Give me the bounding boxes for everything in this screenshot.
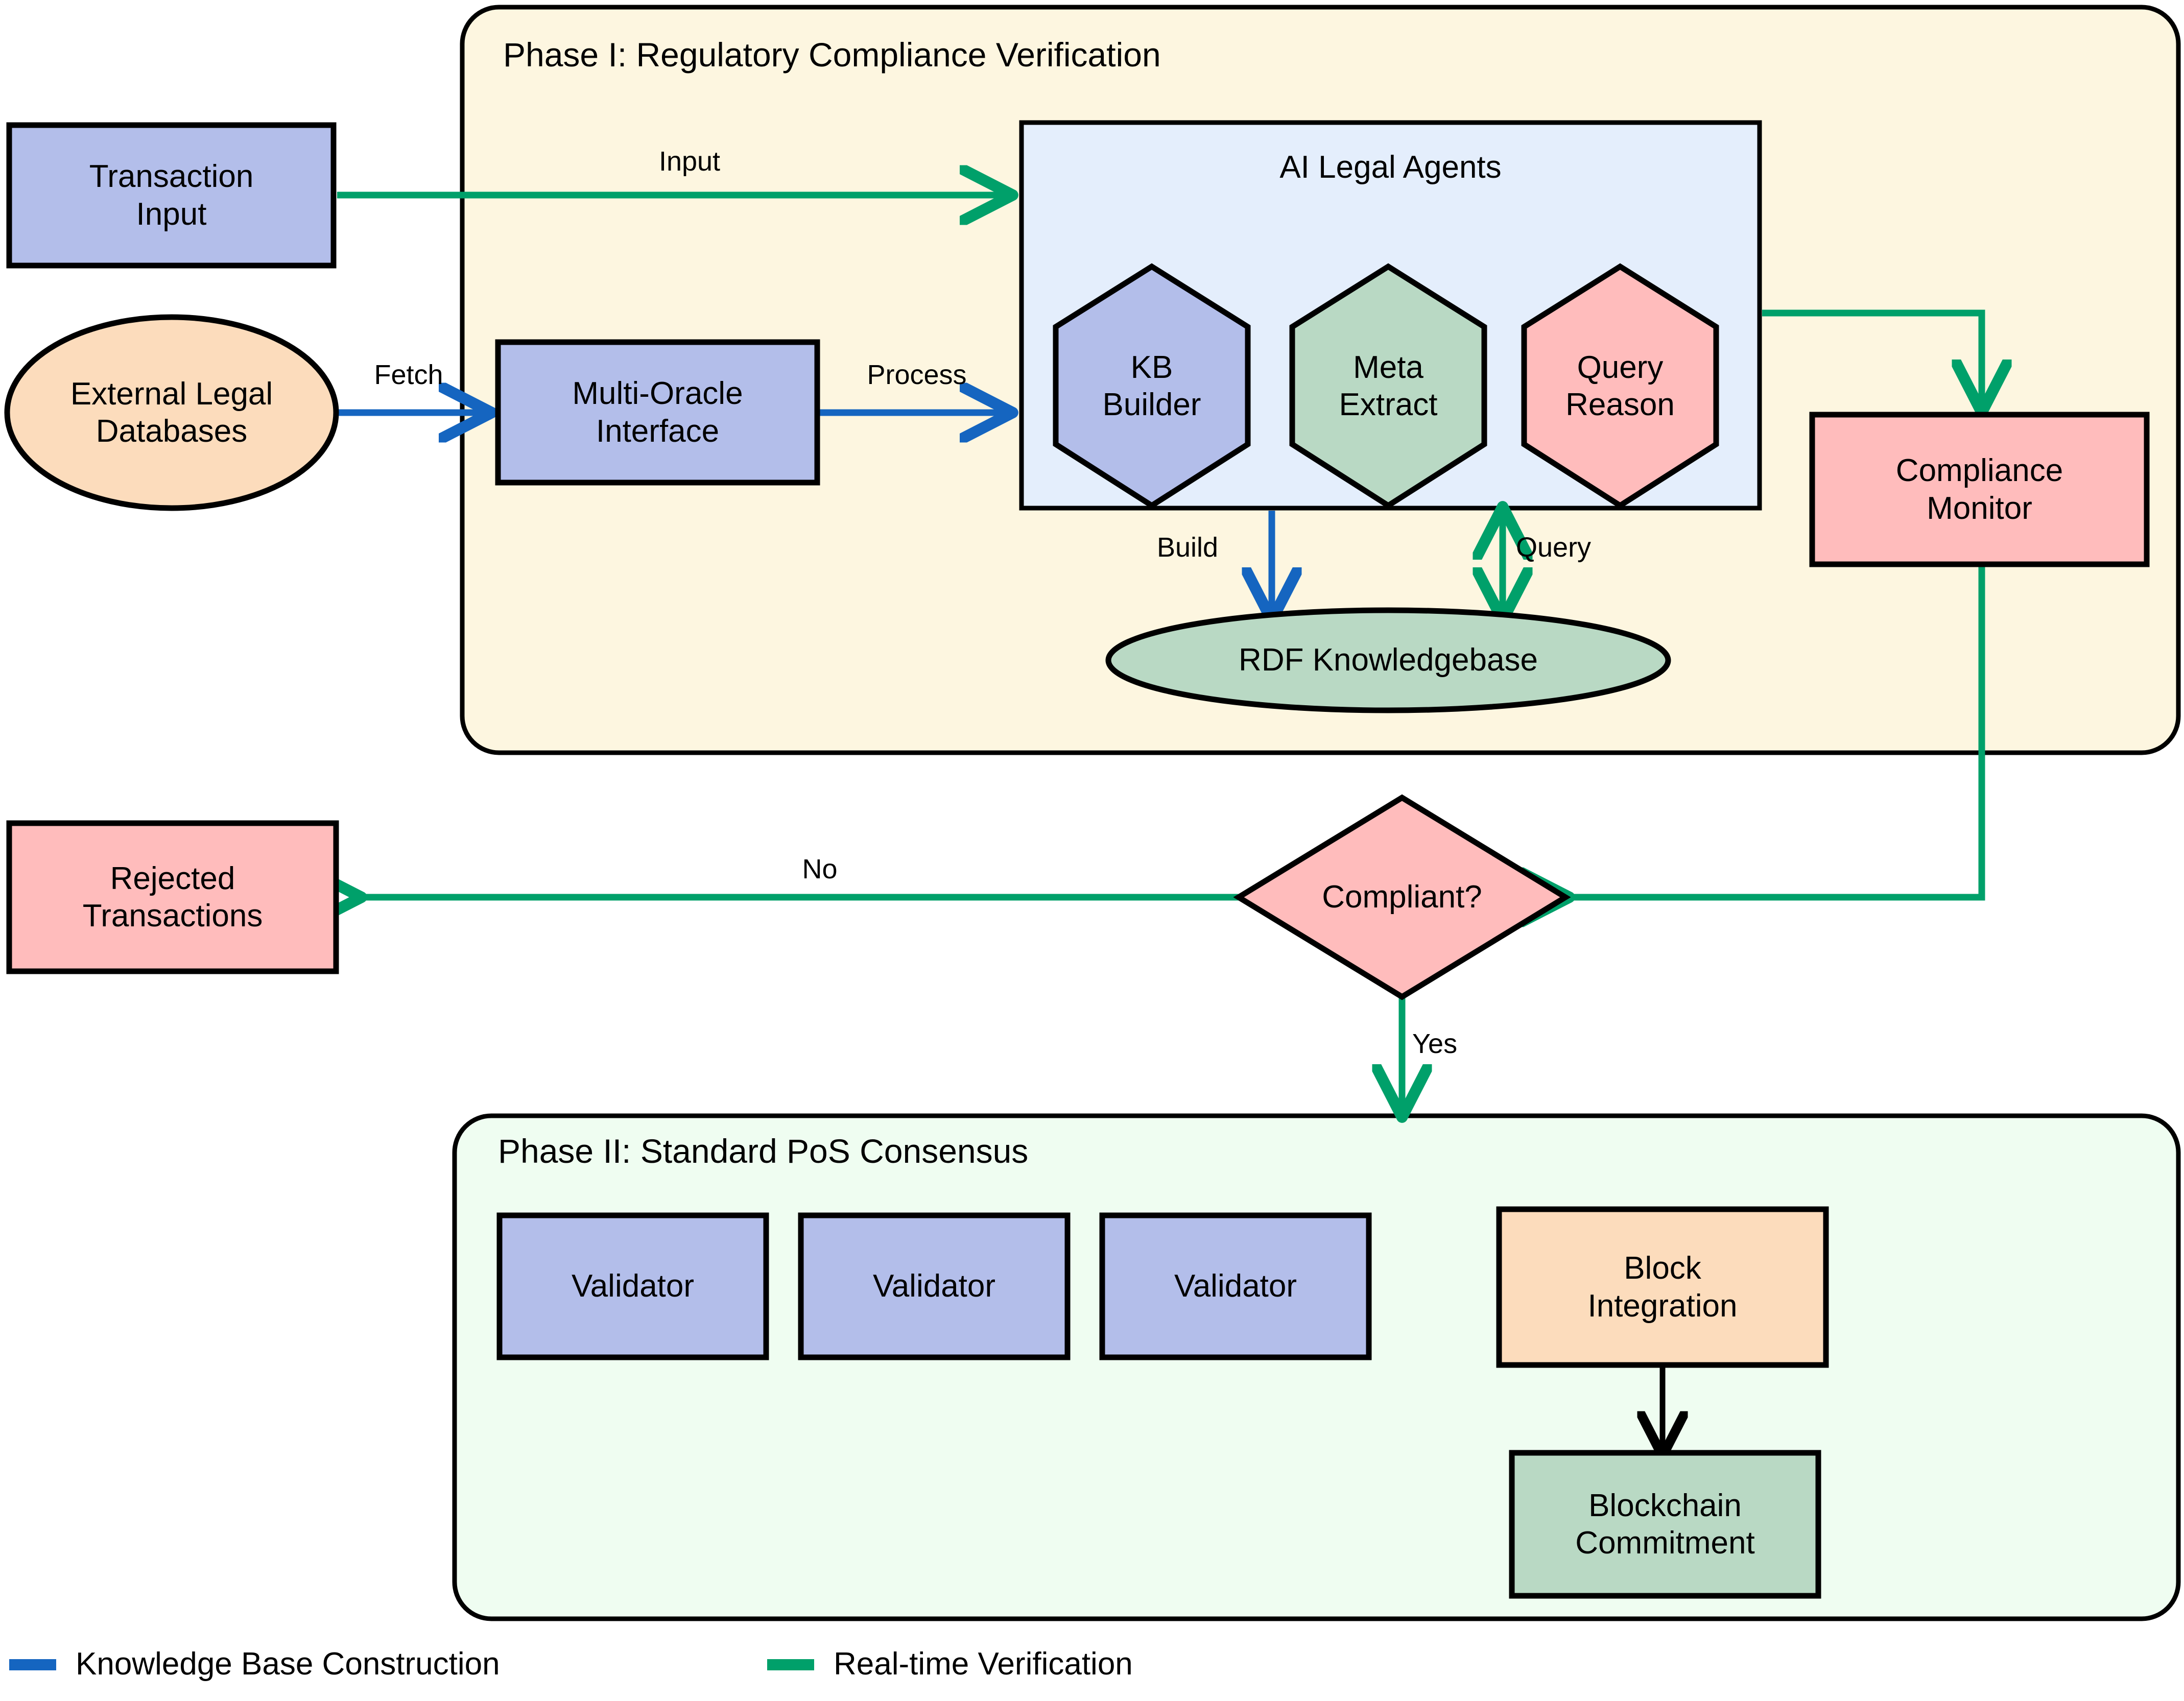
node-multi-oracle-interface — [495, 339, 820, 486]
node-blockchain-commitment — [1509, 1450, 1821, 1599]
node-meta-extract — [1289, 263, 1487, 509]
edge-monitor-to-decision — [1565, 564, 1985, 897]
node-compliance-monitor — [1809, 412, 2150, 567]
node-kb-builder — [1053, 263, 1251, 509]
phase2-container — [452, 1113, 2181, 1621]
node-rejected-transactions — [6, 820, 339, 974]
node-rdf-knowledgebase — [1105, 607, 1671, 713]
node-validator-1 — [496, 1212, 769, 1360]
edge-agents-to-monitor — [1762, 309, 1982, 409]
node-block-integration — [1496, 1206, 1829, 1368]
node-external-legal-databases — [4, 314, 339, 511]
node-compliant-decision — [1233, 794, 1571, 1000]
node-validator-3 — [1099, 1212, 1372, 1360]
node-transaction-input — [6, 122, 337, 269]
node-query-reason — [1521, 263, 1719, 509]
node-validator-2 — [798, 1212, 1071, 1360]
